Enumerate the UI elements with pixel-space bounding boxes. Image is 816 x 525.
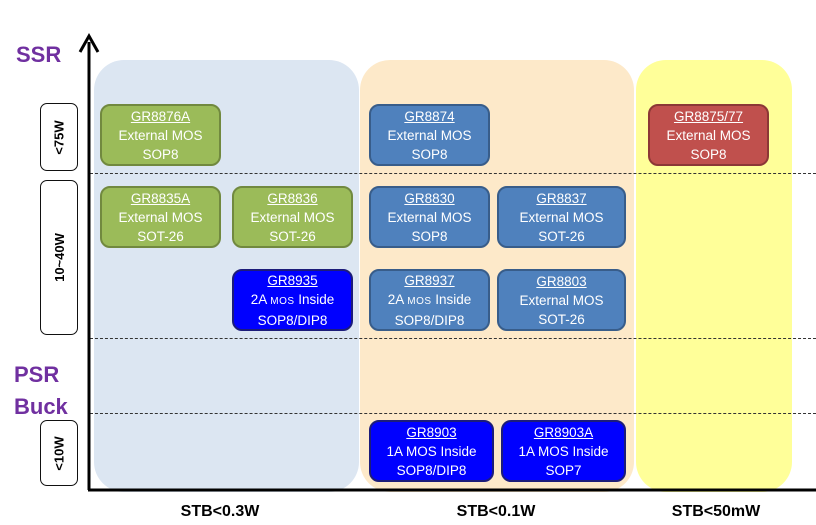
chip-gr8875-77-name: GR8875/77 bbox=[673, 108, 744, 124]
chip-gr8903-package: SOP8/DIP8 bbox=[396, 462, 467, 478]
chip-gr8830[interactable]: GR8830 External MOS SOP8 bbox=[369, 186, 490, 248]
chip-gr8830-name: GR8830 bbox=[404, 190, 455, 206]
power-range-75w-label: <75W bbox=[51, 119, 67, 155]
chip-gr8836-name: GR8836 bbox=[267, 190, 318, 206]
chip-gr8903-name: GR8903 bbox=[406, 424, 457, 440]
chip-gr8835a-mos: External MOS bbox=[118, 209, 203, 225]
chip-gr8837-name: GR8837 bbox=[536, 190, 587, 206]
divider-40w bbox=[90, 338, 816, 339]
chip-gr8830-package: SOP8 bbox=[411, 228, 448, 244]
chip-gr8803-package: SOT-26 bbox=[538, 311, 585, 327]
power-range-10-40w-label: 10~40W bbox=[51, 233, 67, 282]
chip-gr8836-mos: External MOS bbox=[250, 209, 335, 225]
chip-gr8836-package: SOT-26 bbox=[269, 228, 316, 244]
chip-gr8935-name: GR8935 bbox=[267, 272, 318, 288]
chip-gr8935-package: SOP8/DIP8 bbox=[257, 312, 328, 328]
chip-gr8937-name: GR8937 bbox=[404, 272, 455, 288]
chip-gr8937-package: SOP8/DIP8 bbox=[394, 312, 465, 328]
chip-gr8903a[interactable]: GR8903A 1A MOS Inside SOP7 bbox=[501, 420, 626, 482]
chip-gr8935-mos: 2A MOS Inside bbox=[250, 291, 335, 307]
chip-gr8875-77-package: SOP8 bbox=[690, 146, 727, 162]
chip-gr8903[interactable]: GR8903 1A MOS Inside SOP8/DIP8 bbox=[369, 420, 494, 482]
chip-gr8874-package: SOP8 bbox=[411, 146, 448, 162]
chip-gr8803[interactable]: GR8803 External MOS SOT-26 bbox=[497, 269, 626, 331]
divider-psr-buck bbox=[90, 413, 816, 414]
chip-gr8903a-package: SOP7 bbox=[545, 462, 582, 478]
chip-gr8874[interactable]: GR8874 External MOS SOP8 bbox=[369, 104, 490, 166]
standby-label-0-3w: STB<0.3W bbox=[180, 503, 260, 520]
chip-gr8835a-name: GR8835A bbox=[130, 190, 191, 206]
power-range-10-40w: 10~40W bbox=[40, 180, 78, 335]
chip-gr8937[interactable]: GR8937 2A MOS Inside SOP8/DIP8 bbox=[369, 269, 490, 331]
chip-gr8876a-name: GR8876A bbox=[130, 108, 191, 124]
power-range-10w-label: <10W bbox=[51, 435, 67, 471]
standby-label-0-1w: STB<0.1W bbox=[456, 503, 536, 520]
chip-gr8935[interactable]: GR8935 2A MOS Inside SOP8/DIP8 bbox=[232, 269, 353, 331]
chip-gr8903a-name: GR8903A bbox=[533, 424, 594, 440]
power-range-10w: <10W bbox=[40, 420, 78, 486]
chip-gr8830-mos: External MOS bbox=[387, 209, 472, 225]
zone-label-psr: PSR bbox=[14, 362, 60, 387]
chip-gr8875-77[interactable]: GR8875/77 External MOS SOP8 bbox=[648, 104, 769, 166]
chip-gr8837[interactable]: GR8837 External MOS SOT-26 bbox=[497, 186, 626, 248]
chip-gr8903a-mos: 1A MOS Inside bbox=[518, 443, 609, 459]
chip-gr8876a-package: SOP8 bbox=[142, 146, 179, 162]
chip-gr8837-package: SOT-26 bbox=[538, 228, 585, 244]
power-range-75w: <75W bbox=[40, 103, 78, 171]
chip-gr8835a-package: SOT-26 bbox=[137, 228, 184, 244]
chip-gr8835a[interactable]: GR8835A External MOS SOT-26 bbox=[100, 186, 221, 248]
chip-gr8937-mos: 2A MOS Inside bbox=[387, 291, 472, 307]
chip-gr8803-mos: External MOS bbox=[519, 292, 604, 308]
chip-gr8875-77-mos: External MOS bbox=[666, 127, 751, 143]
chip-gr8874-mos: External MOS bbox=[387, 127, 472, 143]
zone-label-buck: Buck bbox=[14, 394, 68, 419]
chip-gr8837-mos: External MOS bbox=[519, 209, 604, 225]
chip-gr8874-name: GR8874 bbox=[404, 108, 455, 124]
chip-gr8803-name: GR8803 bbox=[536, 273, 587, 289]
zone-label-ssr: SSR bbox=[16, 42, 62, 67]
chip-gr8903-mos: 1A MOS Inside bbox=[386, 443, 477, 459]
divider-75w bbox=[90, 173, 816, 174]
chip-gr8876a[interactable]: GR8876A External MOS SOP8 bbox=[100, 104, 221, 166]
standby-label-50mw: STB<50mW bbox=[671, 503, 761, 520]
chip-gr8876a-mos: External MOS bbox=[118, 127, 203, 143]
chip-gr8836[interactable]: GR8836 External MOS SOT-26 bbox=[232, 186, 353, 248]
